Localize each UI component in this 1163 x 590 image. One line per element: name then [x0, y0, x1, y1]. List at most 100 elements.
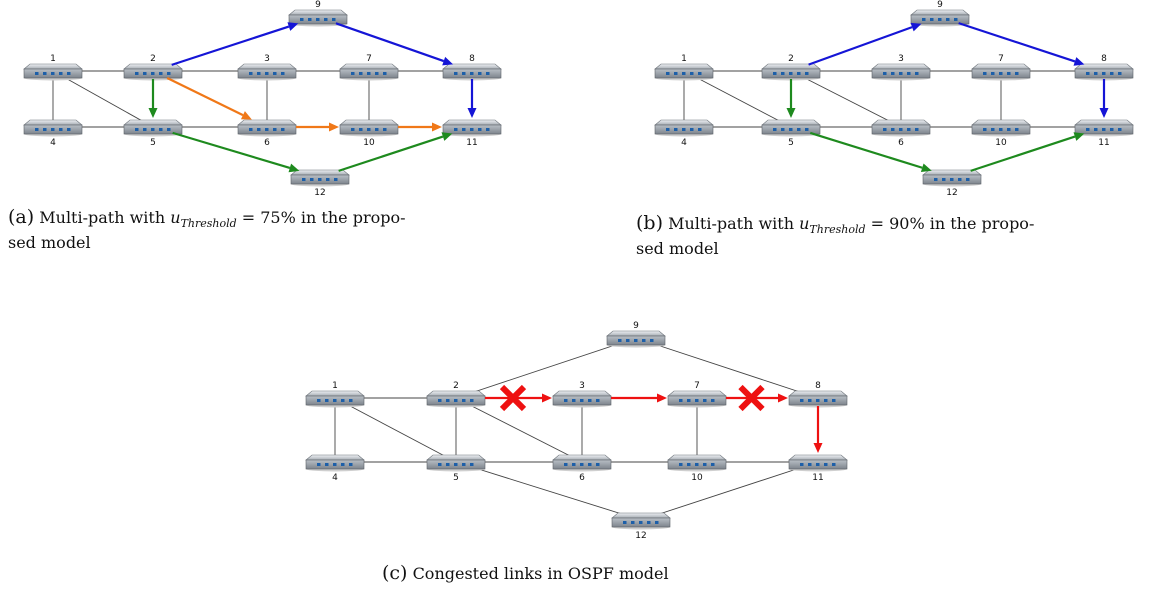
caption-a: (a) Multi-path with uThreshold = 75% in … [8, 206, 498, 253]
router-node-10: 10 [971, 119, 1031, 148]
router-node-8: 8 [442, 54, 502, 81]
router-node-7: 7 [339, 54, 399, 81]
router-label-8: 8 [469, 54, 475, 64]
router-label-12: 12 [635, 531, 646, 541]
router-node-1: 1 [305, 381, 365, 408]
router-node-6: 6 [871, 119, 931, 148]
link-2-9 [455, 337, 637, 399]
caption-b-label: (b) [636, 212, 663, 234]
router-node-10: 10 [339, 119, 399, 148]
caption-b-var: u [799, 214, 810, 233]
path-arrow-red-8-11-head [813, 443, 823, 453]
router-label-3: 3 [579, 381, 585, 391]
caption-b: (b) Multi-path with uThreshold = 90% in … [636, 212, 1156, 259]
path-arrow-green-12-11 [970, 135, 1076, 172]
path-arrow-blue-2-9 [171, 25, 290, 66]
router-label-10: 10 [691, 473, 703, 483]
router-label-1: 1 [332, 381, 338, 391]
router-label-6: 6 [264, 138, 270, 148]
router-label-3: 3 [898, 54, 904, 64]
router-node-4: 4 [654, 119, 714, 148]
caption-c-label: (c) [382, 562, 408, 584]
caption-a-sub: Threshold [180, 217, 237, 231]
router-label-6: 6 [898, 138, 904, 148]
router-node-5: 5 [123, 119, 183, 148]
path-arrow-blue-2-9-head [287, 22, 299, 31]
router-label-11: 11 [466, 138, 477, 148]
router-node-8: 8 [1074, 54, 1134, 81]
router-node-12: 12 [611, 512, 671, 541]
caption-b-sub: Threshold [809, 223, 866, 237]
router-label-5: 5 [150, 138, 156, 148]
path-arrow-green-12-11-head [441, 132, 453, 141]
router-node-3: 3 [871, 54, 931, 81]
caption-a-rest: = 75% in the propo- [236, 208, 406, 227]
caption-a-var: u [170, 208, 181, 227]
router-node-8: 8 [788, 381, 848, 408]
router-node-2: 2 [123, 54, 183, 81]
router-node-5: 5 [426, 454, 486, 483]
path-arrow-blue-8-11-head [467, 108, 477, 118]
router-label-10: 10 [363, 138, 375, 148]
path-arrow-red-7-8-head [778, 393, 788, 403]
path-arrow-green-5-12 [809, 131, 923, 169]
router-label-1: 1 [50, 54, 56, 64]
path-arrow-red-2-3-head [542, 393, 552, 403]
path-arrow-blue-8-11-head [1099, 108, 1109, 118]
router-node-6: 6 [237, 119, 297, 148]
router-node-10: 10 [667, 454, 727, 483]
router-node-6: 6 [552, 454, 612, 483]
path-arrow-orange-10-11-head [432, 122, 442, 132]
link-1-5 [683, 70, 792, 128]
link-5-12 [455, 461, 642, 521]
path-arrow-green-2-5-head [786, 108, 796, 118]
link-9-8 [635, 337, 819, 399]
router-label-5: 5 [453, 473, 459, 483]
router-node-1: 1 [654, 54, 714, 81]
caption-b-prefix: Multi-path with [668, 214, 800, 233]
router-label-4: 4 [681, 138, 687, 148]
router-node-12: 12 [290, 169, 350, 198]
router-label-9: 9 [315, 0, 321, 10]
path-arrow-green-5-12-head [288, 163, 300, 173]
router-label-11: 11 [812, 473, 823, 483]
router-node-4: 4 [23, 119, 83, 148]
router-label-2: 2 [453, 381, 459, 391]
router-label-1: 1 [681, 54, 687, 64]
link-12-11 [640, 461, 819, 521]
router-node-3: 3 [552, 381, 612, 408]
router-label-5: 5 [788, 138, 794, 148]
caption-a-label: (a) [8, 206, 35, 228]
router-label-7: 7 [998, 54, 1004, 64]
path-arrow-blue-9-8 [958, 22, 1076, 63]
path-arrow-orange-2-6 [166, 76, 244, 117]
path-arrow-green-12-11 [338, 135, 444, 172]
router-node-4: 4 [305, 454, 365, 483]
router-label-8: 8 [815, 381, 821, 391]
path-arrow-green-5-12-head [920, 163, 932, 173]
path-arrow-blue-9-8-head [442, 56, 454, 66]
link-1-5 [334, 397, 457, 463]
router-label-11: 11 [1098, 138, 1109, 148]
router-node-9: 9 [910, 0, 970, 27]
router-node-12: 12 [922, 169, 982, 198]
router-node-9: 9 [288, 0, 348, 27]
path-arrow-blue-9-8-head [1073, 57, 1085, 66]
paths-c [485, 384, 823, 453]
router-label-12: 12 [314, 188, 325, 198]
path-arrow-blue-2-9-head [910, 22, 922, 32]
router-label-3: 3 [264, 54, 270, 64]
router-label-9: 9 [937, 0, 943, 10]
caption-b-rest: = 90% in the propo- [865, 214, 1035, 233]
edges-c [334, 337, 819, 521]
router-node-2: 2 [426, 381, 486, 408]
path-arrow-orange-6-10-head [329, 122, 339, 132]
congestion-x-icon-2 [738, 384, 765, 412]
router-label-2: 2 [150, 54, 156, 64]
router-node-7: 7 [667, 381, 727, 408]
